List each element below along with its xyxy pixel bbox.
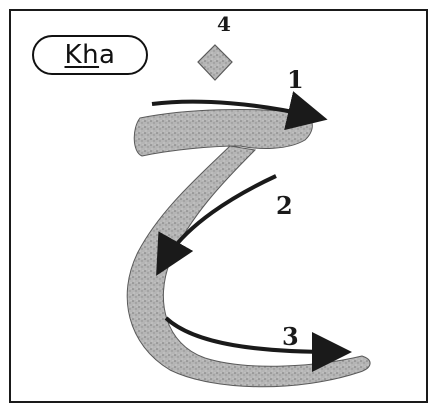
badge-letter-a: a — [99, 40, 115, 70]
stroke-number-3: 3 — [282, 325, 299, 349]
badge-letter-h: h — [82, 40, 99, 70]
stroke-number-1: 1 — [287, 68, 304, 92]
stroke-number-4: 4 — [217, 14, 231, 34]
badge-letter-k: K — [65, 40, 83, 70]
stroke-number-2: 2 — [276, 194, 293, 218]
